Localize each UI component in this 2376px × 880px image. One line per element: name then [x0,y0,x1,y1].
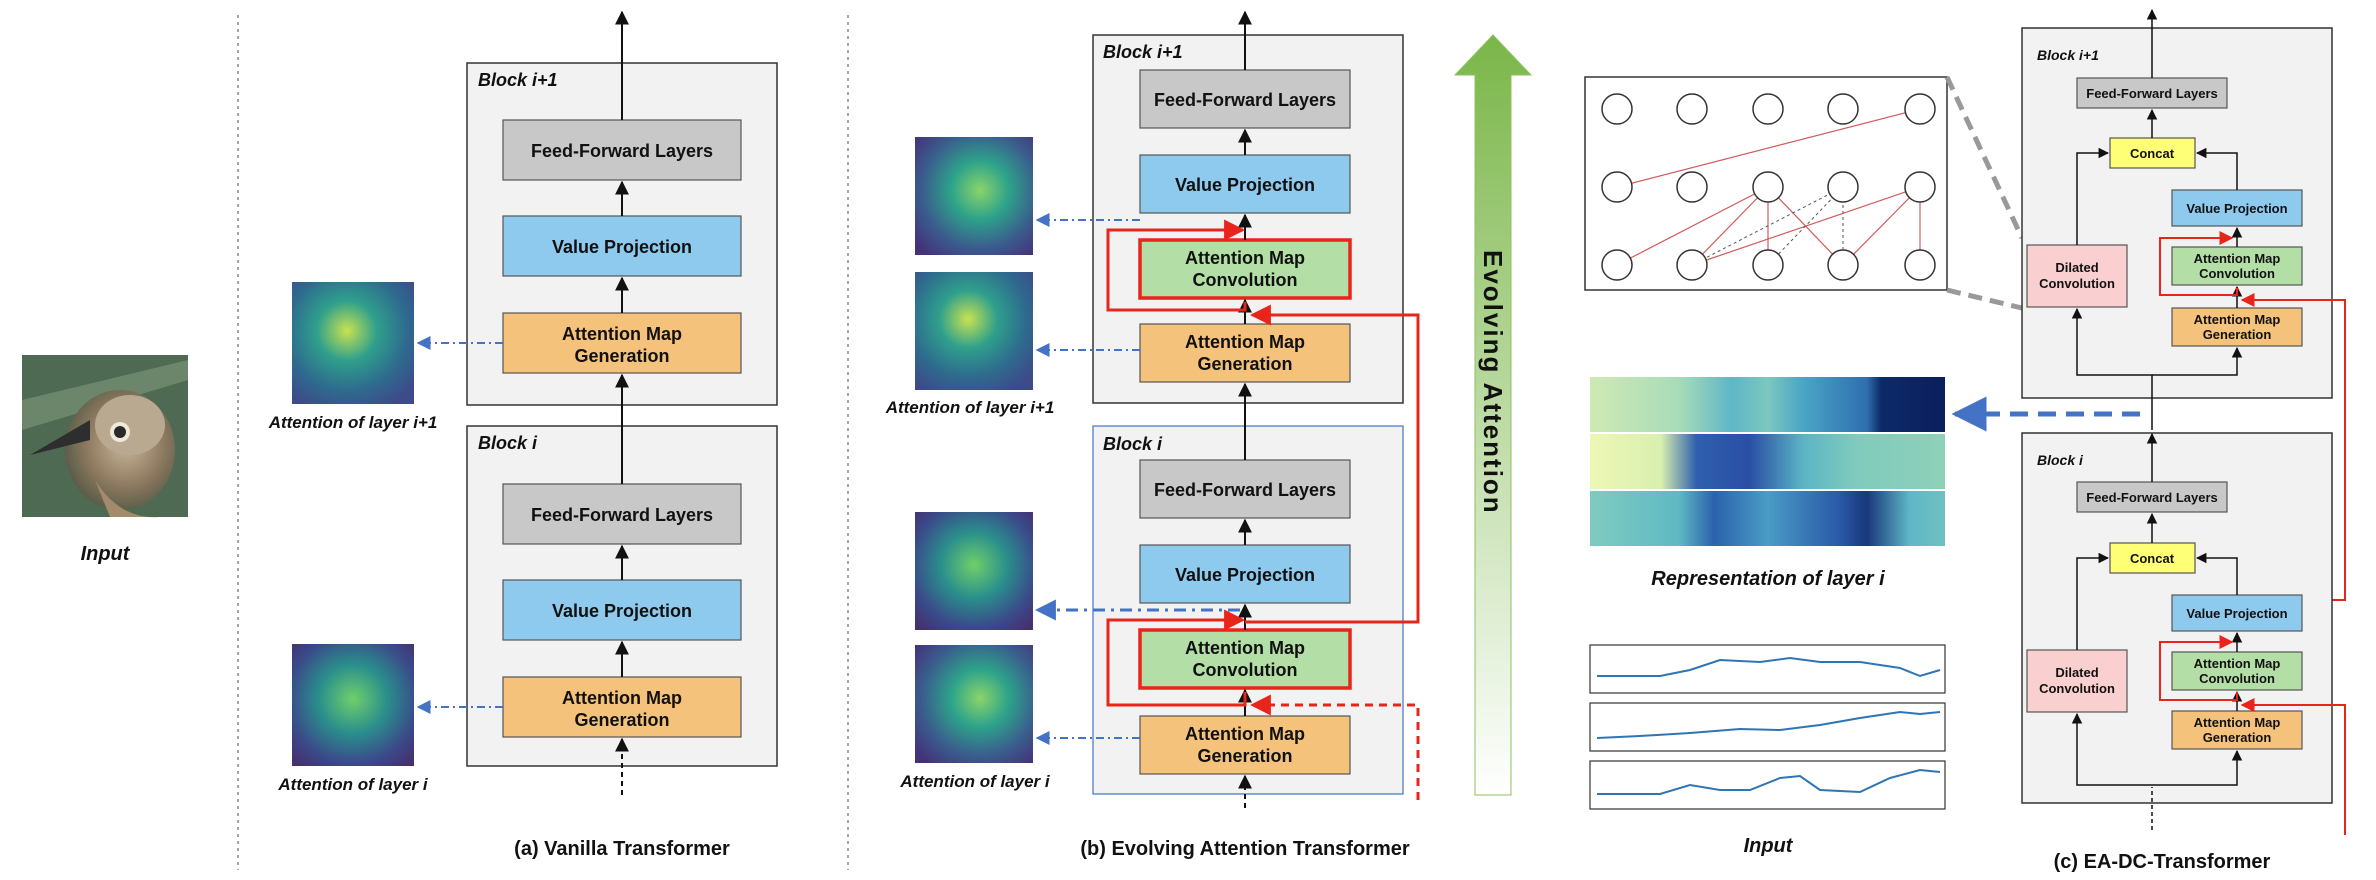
panel-c-series-2 [1589,702,1946,752]
panel-a-value-bottom-label: Value Projection [552,601,692,621]
panel-c-series-1 [1589,644,1946,694]
panel-c-heatmap-row-2 [1590,434,1945,489]
panel-b-attention-map-2 [915,272,1033,390]
panel-c-value-bottom [2171,594,2303,632]
panel-a-ffn-top-label: Feed-Forward Layers [531,141,713,161]
panel-a-attention-label-bottom: Attention of layer i [277,775,429,794]
panel-b-value-top-label: Value Projection [1175,175,1315,195]
panel-c-graph-nodes [1601,93,1936,281]
panel-a-ffn-top [502,119,742,181]
panel-c-repr-label: Representation of layer i [1651,568,1885,590]
panel-c-conv-bottom [2171,651,2303,691]
panel-b-ffn-top [1139,69,1351,129]
panel-c-series-3 [1589,760,1946,810]
panel-b-attention-map-1 [915,137,1033,255]
panel-a-ffn-bottom-label: Feed-Forward Layers [531,505,713,525]
panel-c-value-top-label: Value Projection [2186,201,2287,216]
panel-b-attngen-top [1139,323,1351,383]
panel-a-attention-map-top [292,282,414,404]
evolving-attention-label: Evolving Attention [1478,250,1508,515]
panel-c-ffn-top [2076,77,2228,109]
panel-b-attention-label-top: Attention of layer i+1 [885,398,1055,417]
panel-c-ffn-top-label: Feed-Forward Layers [2086,86,2218,101]
panel-c-attngen-top [2171,307,2303,347]
panel-c-ffn-bottom-label: Feed-Forward Layers [2086,490,2218,505]
panel-a: Block i+1 Feed-Forward Layers Value Proj… [268,10,778,860]
panel-c: Representation of layer i Input Block i+… [1584,8,2346,873]
panel-b-value-bottom-label: Value Projection [1175,565,1315,585]
panel-a-value-top-label: Value Projection [552,237,692,257]
input-label: Input [81,543,131,565]
panel-b-value-bottom [1139,544,1351,604]
panel-b-block-top-label: Block i+1 [1103,42,1183,62]
input-image [22,355,188,518]
panel-b-conv-top [1138,238,1352,300]
panel-c-input-label: Input [1744,835,1794,857]
panel-c-heatmap-row-3 [1590,491,1945,546]
panel-b-ffn-bottom [1139,459,1351,519]
panel-c-ffn-bottom [2076,481,2228,513]
panel-c-block-top-label: Block i+1 [2037,47,2099,63]
evolving-attention-arrow: Evolving Attention [1453,34,1533,796]
panel-b-conv-bottom [1138,628,1352,690]
panel-b-ffn-top-label: Feed-Forward Layers [1154,90,1336,110]
panel-c-concat-top [2109,137,2196,169]
panel-c-caption: (c) EA-DC-Transformer [2054,851,2271,873]
panel-b-attention-label-bottom: Attention of layer i [899,772,1051,791]
panel-b-block-bottom-label: Block i [1103,434,1163,454]
panel-a-block-top-label: Block i+1 [478,70,558,90]
panel-c-concat-top-label: Concat [2130,146,2175,161]
panel-c-heatmap-row-1 [1590,377,1945,432]
panel-c-block-bottom-label: Block i [2037,452,2084,468]
panel-b-attention-map-4 [915,645,1033,763]
panel-b-caption: (b) Evolving Attention Transformer [1080,838,1409,860]
panel-c-concat-bottom-label: Concat [2130,551,2175,566]
panel-b-attention-map-3 [915,512,1033,630]
panel-b-value-top [1139,154,1351,214]
panel-b-ffn-bottom-label: Feed-Forward Layers [1154,480,1336,500]
panel-c-value-top [2171,189,2303,227]
panel-b: Block i+1 Feed-Forward Layers Value Proj… [885,10,1420,860]
panel-a-block-bottom-label: Block i [478,433,538,453]
panel-a-attngen-bottom [502,676,742,738]
panel-a-attention-map-bottom [292,644,414,766]
panel-c-value-bottom-label: Value Projection [2186,606,2287,621]
panel-c-concat-bottom [2109,542,2196,574]
panel-a-attention-label-top: Attention of layer i+1 [268,413,438,432]
panel-a-caption: (a) Vanilla Transformer [514,838,730,860]
